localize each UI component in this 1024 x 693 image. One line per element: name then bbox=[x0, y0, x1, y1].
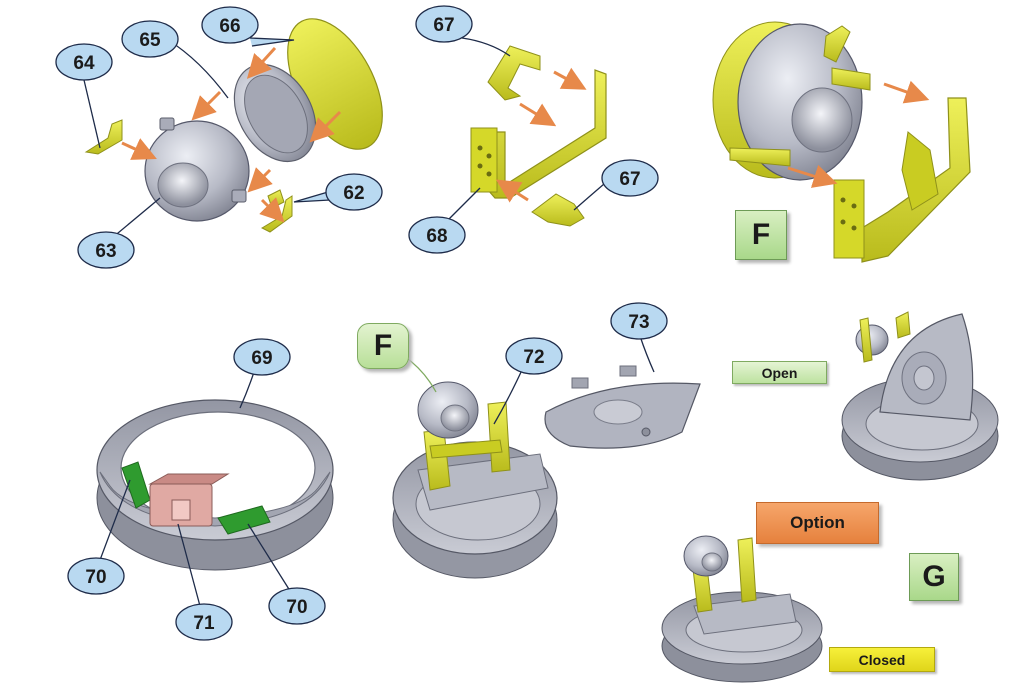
callout-72: 72 bbox=[493, 337, 563, 425]
callout-bubble bbox=[201, 6, 259, 44]
view-label-g: G bbox=[909, 553, 959, 601]
callout-leader bbox=[639, 335, 655, 373]
callout-bubble bbox=[268, 587, 326, 625]
callout-leader bbox=[167, 39, 229, 99]
yoke-exploded-view bbox=[470, 45, 607, 227]
callout-63: 63 bbox=[77, 197, 161, 269]
callout-73: 73 bbox=[610, 302, 668, 373]
callout-number: 63 bbox=[95, 241, 116, 262]
option-label: Option bbox=[756, 502, 879, 544]
callout-number: 68 bbox=[426, 226, 447, 247]
callout-68: 68 bbox=[408, 187, 481, 254]
callout-leader bbox=[293, 191, 331, 203]
yoke-plate bbox=[470, 127, 498, 193]
callout-number: 70 bbox=[286, 597, 307, 618]
callout-number: 67 bbox=[619, 169, 640, 190]
callout-leader bbox=[83, 79, 101, 149]
callout-bubble bbox=[415, 5, 473, 43]
callout-65: 65 bbox=[121, 20, 229, 99]
callout-number: 70 bbox=[85, 567, 106, 588]
callout-leader bbox=[177, 523, 201, 607]
yoke-plate bbox=[833, 179, 865, 259]
closed-state-view bbox=[661, 535, 823, 683]
callout-leader bbox=[461, 37, 511, 57]
camera-lens-dome bbox=[157, 162, 209, 208]
green-block-70 bbox=[217, 505, 271, 535]
callout-62: 62 bbox=[293, 173, 383, 211]
camera-lens-dome bbox=[791, 87, 853, 153]
callout-69: 69 bbox=[233, 338, 291, 409]
callout-70-left: 70 bbox=[67, 479, 131, 595]
callout-bubble bbox=[55, 43, 113, 81]
small-bracket-62 bbox=[267, 189, 285, 209]
callout-number: 64 bbox=[73, 53, 95, 74]
callout-bubble bbox=[325, 173, 383, 211]
assembly-arrow bbox=[121, 138, 157, 160]
callout-number: 66 bbox=[219, 16, 240, 37]
callout-bubble bbox=[610, 302, 668, 340]
callout-number: 65 bbox=[139, 30, 161, 51]
callout-leader bbox=[493, 369, 523, 425]
callout-67-top: 67 bbox=[415, 5, 511, 57]
base-yoke-assembly-view bbox=[392, 365, 701, 579]
callout-71: 71 bbox=[175, 523, 233, 641]
assembly-arrow bbox=[495, 179, 529, 203]
yoke-arm bbox=[487, 401, 511, 473]
assembly-arrow bbox=[553, 67, 587, 90]
assembly-arrow bbox=[787, 164, 838, 188]
camera-yoke-view bbox=[712, 21, 971, 263]
clip-bracket-67 bbox=[531, 193, 585, 227]
callout-number: 67 bbox=[433, 15, 454, 36]
open-label: Open bbox=[732, 361, 827, 384]
open-state-view bbox=[841, 311, 999, 481]
camera-tab bbox=[159, 117, 175, 131]
assembly-arrow bbox=[246, 46, 277, 79]
callout-leader bbox=[239, 371, 255, 409]
callout-number: 69 bbox=[251, 348, 272, 369]
callout-bubble bbox=[67, 557, 125, 595]
callout-leader bbox=[111, 197, 161, 239]
callout-bubble bbox=[601, 159, 659, 197]
assembly-arrow bbox=[883, 80, 930, 104]
callout-64: 64 bbox=[55, 43, 113, 149]
callout-bubble bbox=[121, 20, 179, 58]
callout-bubble bbox=[505, 337, 563, 375]
closed-label: Closed bbox=[829, 647, 935, 672]
callout-number: 71 bbox=[193, 613, 215, 634]
callout-leader bbox=[573, 183, 605, 211]
callout-leader bbox=[445, 187, 481, 223]
assembly-arrow bbox=[309, 110, 342, 143]
assembly-arrow bbox=[259, 197, 285, 223]
callout-bubble bbox=[233, 338, 291, 376]
callout-bubble bbox=[408, 216, 466, 254]
callout-leader bbox=[99, 479, 131, 561]
small-bracket-64 bbox=[84, 119, 123, 155]
callout-number: 62 bbox=[343, 183, 364, 204]
assembly-arrow bbox=[191, 90, 222, 121]
view-label-f-reference: F bbox=[357, 323, 409, 369]
camera-tab bbox=[231, 189, 247, 203]
callout-number: 72 bbox=[523, 347, 544, 368]
callout-67-bottom: 67 bbox=[573, 159, 659, 211]
assembly-arrow bbox=[247, 167, 273, 193]
callout-bubble bbox=[77, 231, 135, 269]
callout-bubble bbox=[175, 603, 233, 641]
callout-66: 66 bbox=[201, 6, 295, 47]
base-ring-view bbox=[96, 399, 334, 571]
callout-number: 73 bbox=[628, 312, 649, 333]
callout-leader bbox=[247, 523, 293, 595]
clip-bracket-67 bbox=[487, 45, 541, 101]
camera-exploded-view bbox=[84, 18, 383, 233]
view-label-f: F bbox=[735, 210, 787, 260]
yoke-arm bbox=[737, 537, 757, 603]
assembly-arrow bbox=[519, 102, 557, 127]
callout-70-right: 70 bbox=[247, 523, 326, 625]
callout-leader bbox=[249, 37, 295, 47]
